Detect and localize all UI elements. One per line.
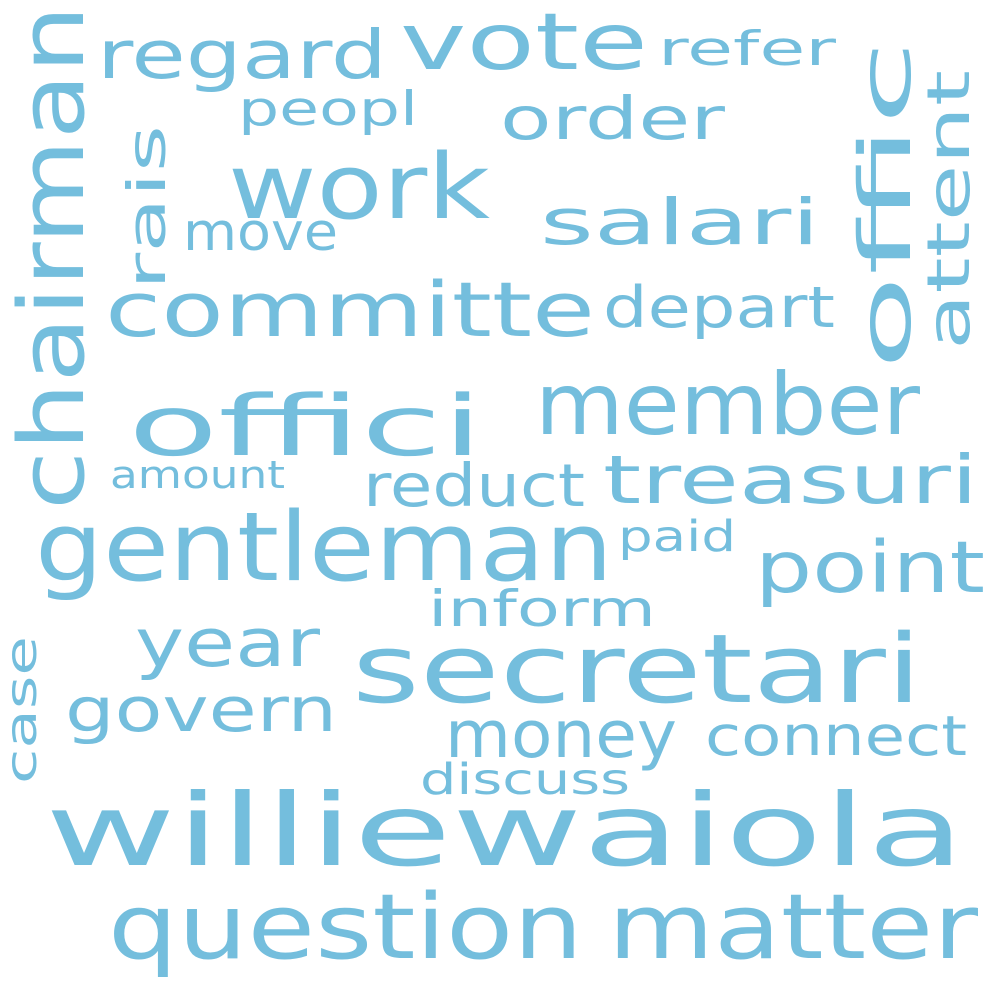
word-chairman: chairman [0, 5, 105, 511]
word-peopl: peopl [238, 82, 418, 137]
word-amount: amount [110, 453, 285, 497]
word-member: member [535, 355, 920, 455]
word-salari: salari [540, 186, 820, 259]
word-year: year [135, 604, 320, 682]
word-gentleman: gentleman [35, 493, 613, 603]
word-regard: regard [97, 16, 387, 94]
word-inform: inform [428, 580, 656, 638]
word-point: point [755, 526, 985, 609]
word-rais: rais [117, 124, 178, 290]
word-money: money [445, 698, 677, 773]
word-question: question [108, 875, 583, 980]
word-attent: attent [914, 70, 983, 350]
word-committe: committe [105, 265, 595, 354]
word-paid: paid [618, 512, 736, 562]
word-govern: govern [65, 674, 337, 746]
word-secretari: secretari [352, 615, 922, 725]
word-work: work [228, 135, 490, 240]
word-depart: depart [603, 275, 835, 341]
word-vote: vote [400, 0, 648, 88]
word-discuss: discuss [420, 755, 630, 805]
word-offic: offic [844, 39, 927, 370]
word-treasuri: treasuri [603, 441, 978, 519]
word-case: case [0, 636, 47, 784]
word-williewaiola: williewaiola [45, 772, 965, 889]
word-move: move [183, 202, 338, 263]
word-refer: refer [658, 22, 836, 77]
word-matter: matter [608, 875, 978, 980]
word-order: order [500, 84, 725, 153]
word-offici: offici [128, 377, 483, 475]
word-reduct: reduct [363, 451, 585, 520]
word-connect: connect [705, 705, 967, 769]
